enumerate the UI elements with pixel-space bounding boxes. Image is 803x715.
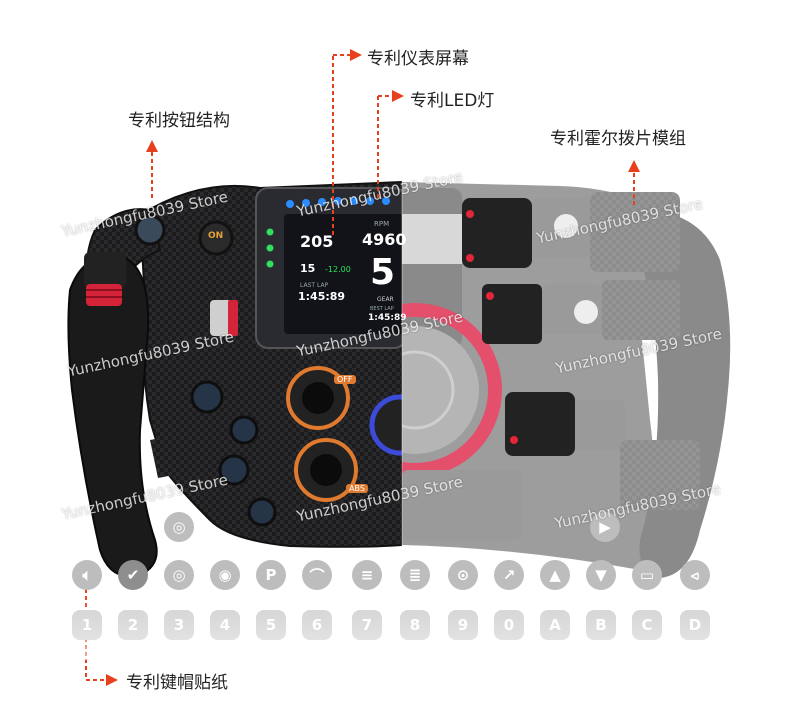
delta-value: -12.00: [325, 265, 351, 274]
wiper-icon: ⌒: [302, 560, 332, 590]
exhaust-icon: ⪦: [680, 560, 710, 590]
microphone-icon: ⊙: [448, 560, 478, 590]
callout-dashboard-screen: 专利仪表屏幕: [367, 49, 469, 69]
rpm-label: RPM: [374, 220, 390, 228]
pit-button: [247, 497, 277, 527]
callout-keycap-stickers: 专利键帽贴纸: [126, 673, 228, 693]
abs-button-label: ABS: [346, 484, 368, 493]
chevron-down-icon: ✔: [118, 560, 148, 590]
lane-icon: ↗: [494, 560, 524, 590]
best-lap-label: BEST LAP: [370, 306, 394, 312]
callout-led-lights: 专利LED灯: [410, 91, 495, 111]
brake-warning-icon: ◉: [210, 560, 240, 590]
volume-icon: 🔈︎: [72, 560, 102, 590]
headlight-icon: ≡: [352, 560, 382, 590]
battery-icon: ▭: [632, 560, 662, 590]
arrow-up-icon: ▲: [540, 560, 570, 590]
led-column-left: [266, 228, 274, 268]
target-icon: ◎: [164, 512, 194, 542]
parking-brake-icon: P: [256, 560, 286, 590]
last-lap-value: 1:45:89: [298, 290, 346, 303]
recovery-button: [229, 415, 259, 445]
tyre-button: [218, 454, 250, 486]
dashboard-screen: [284, 214, 402, 334]
led-row-top: [286, 197, 390, 208]
gear-label: GEAR: [377, 296, 394, 303]
left-grip: [67, 255, 158, 578]
hall-paddle-bottom: [505, 392, 700, 510]
gear-value: 5: [370, 252, 396, 293]
last-lap-label: LAST LAP: [300, 282, 329, 289]
best-lap-value: 1:45:89: [368, 313, 407, 323]
arrow-heads: [106, 49, 640, 686]
fog-light-icon: ≣: [400, 560, 430, 590]
off-button-label: OFF: [334, 375, 356, 384]
on-button-label: ON: [208, 231, 224, 241]
rpm-value: 4960: [362, 230, 407, 249]
callout-hall-paddle: 专利霍尔拨片模组: [550, 129, 686, 149]
lap-value: 15: [300, 262, 316, 275]
wiper-button: [190, 380, 224, 414]
bottom-fade: [0, 590, 803, 660]
hall-paddle-middle: [482, 280, 680, 344]
play-icon: ▶: [590, 512, 620, 542]
on-button: [198, 220, 234, 256]
hall-paddle-top: [462, 192, 680, 272]
speed-value: 205: [300, 232, 334, 251]
tyre-icon: ◎: [164, 560, 194, 590]
top-left-button: [134, 214, 166, 246]
arrow-down-icon: ▼: [586, 560, 616, 590]
callout-button-structure: 专利按钮结构: [128, 111, 230, 131]
blue-rotary: [369, 394, 402, 456]
